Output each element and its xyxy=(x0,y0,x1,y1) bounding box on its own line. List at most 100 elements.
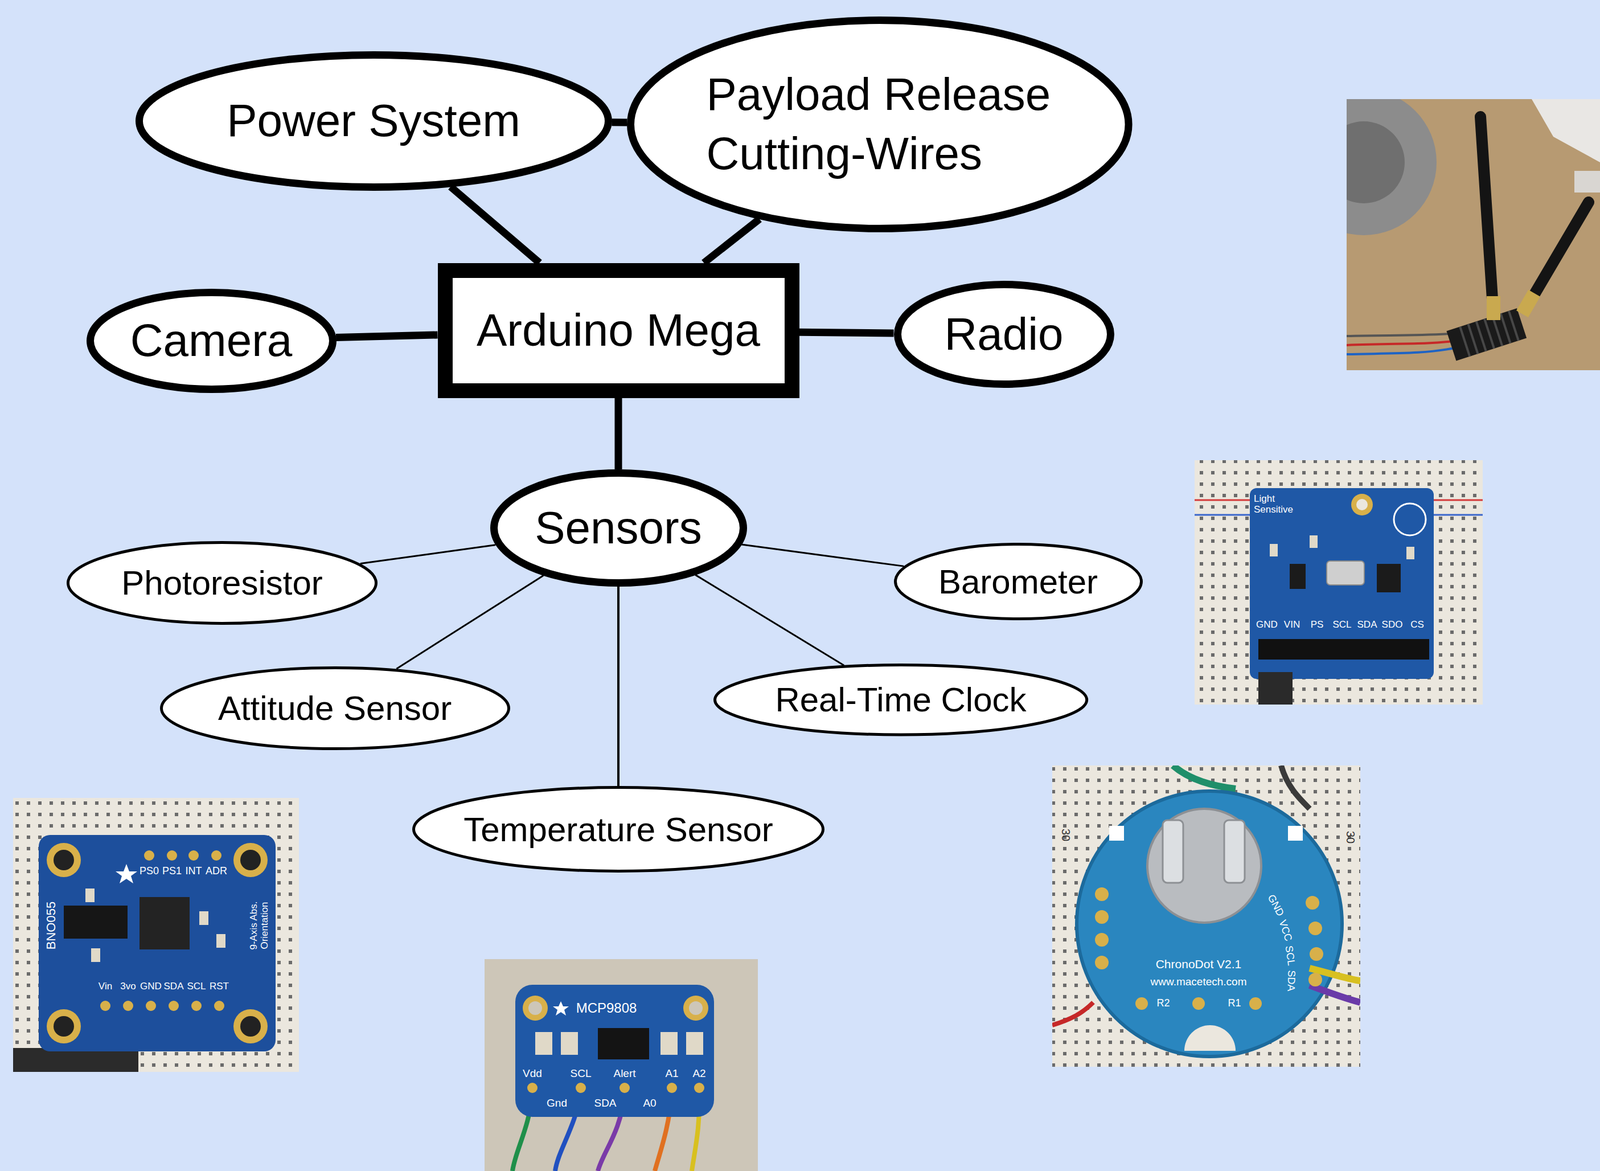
temperature-sensor-photo-part xyxy=(527,1082,538,1093)
board-label: ChronoDot V2.1 xyxy=(1155,957,1242,971)
real-time-clock-photo-part xyxy=(1052,1002,1094,1025)
pin-label: SCL xyxy=(1332,619,1352,631)
attitude-sensor-photo-part xyxy=(168,1000,179,1011)
pin-label: CS xyxy=(1410,619,1425,631)
box-outline xyxy=(445,270,793,391)
real-time-clock-photo-part xyxy=(1094,932,1109,947)
subsystem-ellipse: Camera xyxy=(86,288,337,393)
real-time-clock-photo-part xyxy=(1305,895,1320,910)
subsystem-ellipse: Sensors xyxy=(490,469,748,587)
ellipse-outline xyxy=(68,542,377,623)
sensor-ellipse: Temperature Sensor xyxy=(412,785,825,873)
attitude-sensor-photo-part xyxy=(115,863,138,884)
barometer-photo-part xyxy=(1258,638,1430,660)
pin-label: PS xyxy=(1310,619,1324,631)
radio-photo-part-part xyxy=(1446,308,1527,361)
node-label: Real-Time Clock xyxy=(774,679,1027,720)
part-label: R2 xyxy=(1156,997,1170,1009)
controller-box: Arduino Mega xyxy=(437,263,800,399)
ellipse-outline xyxy=(138,54,609,187)
attitude-sensor-photo-part xyxy=(38,834,276,1052)
real-time-clock-photo xyxy=(1052,765,1361,1067)
attitude-sensor-photo-part xyxy=(100,1000,111,1011)
node-text-group: Barometer xyxy=(938,561,1098,602)
attitude-sensor-photo-part xyxy=(63,905,128,939)
subsystem-ellipse: Radio xyxy=(893,280,1115,388)
connector-line xyxy=(741,544,904,566)
connector-line xyxy=(799,331,894,334)
sensor-ellipse: Real-Time Clock xyxy=(713,663,1089,737)
attitude-sensor-photo-part xyxy=(188,850,199,861)
board-label: MCP9808 xyxy=(576,1000,638,1016)
node-label: Camera xyxy=(130,314,293,367)
barometer-photo-part xyxy=(1326,560,1365,585)
attitude-sensor-photo-part xyxy=(145,1000,157,1011)
ellipse-outline xyxy=(630,19,1130,229)
node-label: Power System xyxy=(226,94,521,147)
board-label: BNO055 xyxy=(44,901,59,950)
attitude-sensor-photo-part xyxy=(233,1008,268,1044)
real-time-clock-photo-part xyxy=(1162,819,1184,883)
radio-photo-part-part xyxy=(1484,318,1495,349)
node-label: Temperature Sensor xyxy=(463,809,774,849)
sensor-ellipse: Photoresistor xyxy=(66,540,378,625)
barometer-photo-part xyxy=(1406,546,1415,560)
temperature-sensor-photo-part xyxy=(688,1000,703,1015)
attitude-sensor-photo-part xyxy=(240,849,261,871)
ellipse-outline xyxy=(493,473,744,584)
radio-photo-part xyxy=(1528,202,1589,305)
node-label: Arduino Mega xyxy=(476,304,761,357)
barometer-photo-part xyxy=(1309,535,1318,548)
real-time-clock-photo-part xyxy=(1172,765,1236,789)
attitude-sensor-photo-part xyxy=(53,849,75,871)
part-label: R1 xyxy=(1227,997,1241,1009)
real-time-clock-photo-part xyxy=(1308,972,1323,987)
pin-label: GND xyxy=(140,981,162,992)
subsystem-ellipse: Power System xyxy=(135,51,613,191)
attitude-sensor-photo-part xyxy=(53,1015,75,1037)
real-time-clock-photo-part xyxy=(1147,808,1262,923)
attitude-sensor-photo-part xyxy=(46,1008,81,1044)
radio-photo-part-part xyxy=(1476,321,1487,351)
pin-label: SCL xyxy=(186,981,206,992)
barometer-photo-part xyxy=(1351,493,1373,516)
temperature-sensor-photo-part xyxy=(560,1031,578,1055)
node-text-group: Arduino Mega xyxy=(476,304,761,357)
attitude-sensor-photo xyxy=(13,797,299,1072)
node-text-group: Real-Time Clock xyxy=(774,679,1027,720)
radio-photo-part-part xyxy=(1467,323,1478,354)
real-time-clock-photo-part xyxy=(1308,921,1323,935)
connector-line xyxy=(614,398,623,470)
radio-photo-part xyxy=(1446,308,1527,361)
barometer-photo-part xyxy=(1356,498,1368,511)
connector-line xyxy=(360,544,496,564)
radio-photo-part-part xyxy=(1492,316,1503,346)
real-time-clock-photo-part xyxy=(1287,825,1303,841)
pin-label: Gnd xyxy=(546,1097,568,1110)
pin-label: VIN xyxy=(1283,619,1300,631)
pin-label: A2 xyxy=(692,1067,706,1080)
radio-photo-part xyxy=(1486,296,1501,320)
pin-label: SDA xyxy=(1357,619,1378,631)
node-label: Sensors xyxy=(534,501,702,555)
temperature-sensor-photo-part xyxy=(597,1027,650,1060)
attitude-sensor-photo-part xyxy=(216,933,226,948)
breadboard-number: 30 xyxy=(1344,830,1357,844)
pin-label: ADR xyxy=(205,865,228,877)
node-text-group: Photoresistor xyxy=(121,563,323,603)
barometer-photo-part xyxy=(1249,487,1434,679)
barometer-photo-part xyxy=(1258,671,1293,705)
temperature-sensor-photo xyxy=(484,958,758,1171)
subsystem-ellipse: Payload Release Cutting-Wires xyxy=(626,16,1133,233)
temperature-sensor-photo-part xyxy=(694,1082,705,1093)
radio-photo-part xyxy=(1346,99,1437,236)
connector-line xyxy=(695,574,844,666)
attitude-sensor-photo-part xyxy=(139,896,190,950)
pin-label: 3vo xyxy=(120,981,136,992)
real-time-clock-photo-part xyxy=(1094,955,1109,970)
pin-label: SDA xyxy=(593,1097,617,1110)
node-label: Radio xyxy=(944,308,1064,361)
node-label: Payload Release Cutting-Wires xyxy=(706,64,1053,184)
pin-label: GND xyxy=(1256,619,1278,631)
attitude-sensor-photo-part xyxy=(199,911,209,925)
